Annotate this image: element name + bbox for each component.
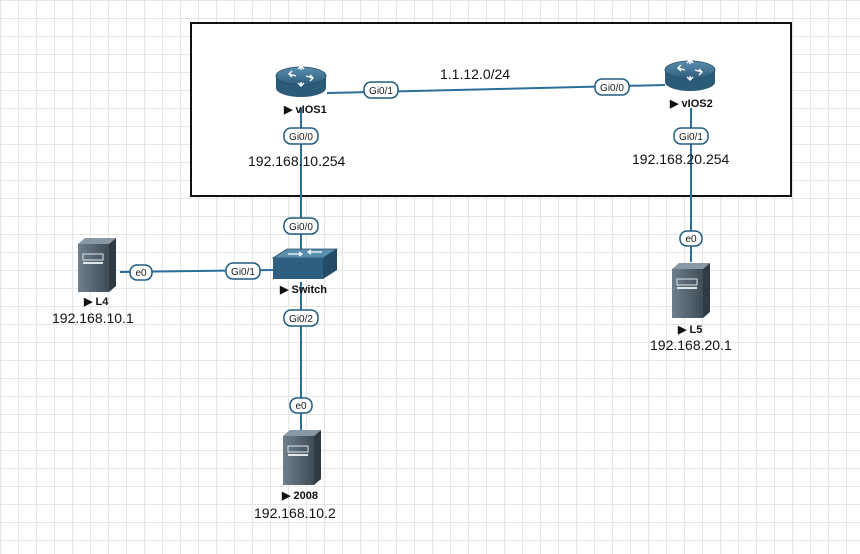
svg-text:▶ L5: ▶ L5	[677, 324, 702, 336]
port-label: e0	[295, 401, 307, 412]
port-vios2-gi01[interactable]: Gi0/1	[673, 127, 709, 145]
subnet-label: 1.1.12.0/24	[440, 66, 510, 82]
ip-label-2008: 192.168.10.2	[254, 505, 336, 521]
play-icon: ▶	[279, 284, 292, 296]
svg-text:▶ vIOS2: ▶ vIOS2	[669, 98, 713, 110]
svg-text:▶ 2008: ▶ 2008	[281, 490, 318, 502]
switch-icon	[271, 248, 339, 279]
port-label: Gi0/0	[289, 132, 313, 143]
svg-text:▶ Switch: ▶ Switch	[279, 284, 327, 296]
port-switch-gi00[interactable]: Gi0/0	[283, 217, 319, 235]
play-icon: ▶	[669, 98, 682, 110]
play-icon: ▶	[677, 324, 690, 336]
server-l4[interactable]: ▶ L4	[78, 238, 116, 308]
ip-label-l4: 192.168.10.1	[52, 310, 134, 326]
ip-label-vios1: 192.168.10.254	[248, 153, 346, 169]
port-label: e0	[135, 268, 147, 279]
port-switch-gi02[interactable]: Gi0/2	[283, 309, 319, 327]
switch-node[interactable]: ▶ Switch	[271, 248, 339, 296]
port-vios1-gi00[interactable]: Gi0/0	[283, 127, 319, 145]
node-label-vios1: vIOS1	[296, 104, 327, 116]
node-label-2008: 2008	[294, 490, 318, 502]
svg-text:▶ L4: ▶ L4	[83, 296, 109, 308]
router-vios2[interactable]: ▶ vIOS2	[664, 59, 716, 110]
server-2008[interactable]: ▶ 2008	[281, 430, 321, 502]
server-icon	[283, 430, 321, 485]
port-label: Gi0/1	[231, 267, 255, 278]
router-vios1[interactable]: ▶ vIOS1	[275, 65, 327, 116]
ip-label-vios2: 192.168.20.254	[632, 151, 730, 167]
play-icon: ▶	[281, 490, 294, 502]
port-switch-gi01[interactable]: Gi0/1	[225, 262, 261, 280]
port-vios2-gi00[interactable]: Gi0/0	[594, 78, 630, 96]
ip-label-l5: 192.168.20.1	[650, 337, 732, 353]
port-label: Gi0/2	[289, 314, 313, 325]
port-vios1-gi01[interactable]: Gi0/1	[363, 81, 399, 99]
router-icon	[664, 59, 716, 91]
play-icon: ▶	[283, 104, 296, 116]
router-icon	[275, 65, 327, 97]
node-label-l5: L5	[690, 324, 703, 336]
node-label-switch: Switch	[292, 284, 328, 296]
svg-text:▶ vIOS1: ▶ vIOS1	[283, 104, 327, 116]
port-label: Gi0/1	[679, 132, 703, 143]
server-l5[interactable]: ▶ L5	[672, 263, 710, 336]
server-icon	[672, 263, 710, 318]
play-icon: ▶	[83, 296, 96, 308]
server-icon	[78, 238, 116, 292]
node-label-vios2: vIOS2	[682, 98, 713, 110]
port-label: e0	[685, 234, 697, 245]
port-label: Gi0/0	[600, 83, 624, 94]
port-label: Gi0/1	[369, 86, 393, 97]
port-label: Gi0/0	[289, 222, 313, 233]
node-label-l4: L4	[96, 296, 110, 308]
port-2008-e0[interactable]: e0	[289, 397, 313, 414]
port-l4-e0[interactable]: e0	[129, 264, 153, 281]
port-l5-e0[interactable]: e0	[679, 230, 703, 247]
